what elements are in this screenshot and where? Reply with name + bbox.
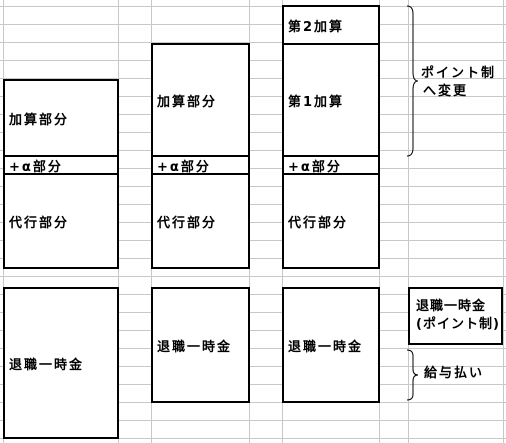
col2-add-section: 加算部分: [151, 43, 250, 157]
col3-add2-section: 第2加算: [282, 5, 380, 45]
point-change-line2: へ変更: [423, 84, 469, 99]
col3-agency-label: 代行部分: [288, 215, 349, 231]
salary-brace: [406, 349, 419, 401]
col3-lump-sum: 退職一時金: [282, 287, 380, 403]
col3-add1-section: 第1加算: [282, 43, 380, 157]
col1-alpha-section: +α部分: [3, 155, 119, 175]
salary-payment-note: 給与払い: [424, 366, 485, 381]
col1-add-section: 加算部分: [3, 79, 119, 157]
col2-add-label: 加算部分: [157, 94, 218, 110]
lump-sum-point-box: 退職一時金 (ポイント制): [408, 287, 503, 345]
col1-lump-label: 退職一時金: [9, 357, 85, 373]
lump-point-line2: (ポイント制): [416, 317, 500, 332]
col3-alpha-section: +α部分: [282, 155, 380, 175]
col1-agency-section: 代行部分: [3, 173, 119, 269]
col2-lump-label: 退職一時金: [157, 339, 233, 355]
lump-point-line1: 退職一時金: [416, 299, 487, 314]
col3-add2-label: 第2加算: [288, 19, 345, 35]
col1-alpha-label: +α部分: [9, 159, 63, 175]
col3-lump-label: 退職一時金: [288, 339, 364, 355]
point-change-note: ポイント制 へ変更: [421, 65, 496, 101]
col2-agency-label: 代行部分: [157, 215, 218, 231]
col1-agency-label: 代行部分: [9, 215, 70, 231]
col1-lump-sum: 退職一時金: [3, 287, 119, 439]
col3-add1-label: 第1加算: [288, 94, 345, 110]
point-change-line1: ポイント制: [421, 66, 497, 81]
point-change-brace: [406, 5, 419, 157]
col2-alpha-label: +α部分: [157, 159, 211, 175]
col3-alpha-label: +α部分: [288, 159, 342, 175]
col1-add-label: 加算部分: [9, 112, 70, 128]
col2-lump-sum: 退職一時金: [151, 287, 250, 403]
col2-agency-section: 代行部分: [151, 173, 250, 269]
col3-agency-section: 代行部分: [282, 173, 380, 269]
col2-alpha-section: +α部分: [151, 155, 250, 175]
